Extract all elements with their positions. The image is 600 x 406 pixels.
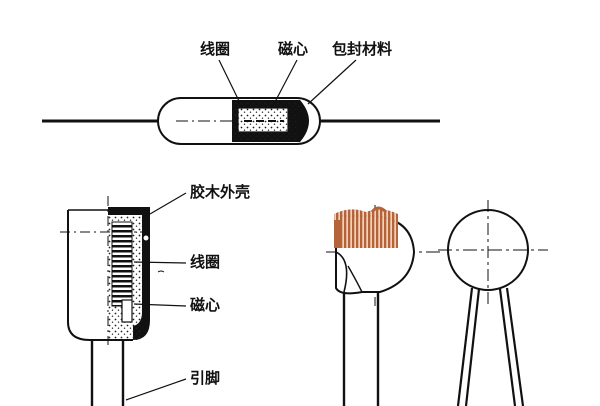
- top-axial-inductor: [42, 59, 440, 145]
- label-leads: 引脚: [190, 369, 221, 387]
- label-bottom-core: 磁心: [190, 296, 221, 314]
- front-lead-left-outer: [456, 287, 474, 406]
- front-lead-right-outer: [498, 288, 517, 406]
- shell-outline: [67, 210, 133, 341]
- shell-core: [121, 299, 133, 323]
- bottom-middle-radial-inductor: [326, 205, 440, 406]
- radial-copper-coil: [334, 209, 398, 248]
- bottom-right-radial-inductor: [438, 200, 548, 406]
- label-top-encapsulation: 包封材料: [332, 40, 393, 58]
- label-top-core: 磁心: [278, 40, 309, 58]
- label-top-coil: 线圈: [200, 40, 231, 58]
- label-bakelite-shell: 胶木外壳: [190, 183, 251, 201]
- shell-wall-section: [108, 207, 150, 340]
- label-bottom-coil: 线圈: [190, 253, 221, 271]
- bottom-left-shell-inductor: [60, 192, 187, 406]
